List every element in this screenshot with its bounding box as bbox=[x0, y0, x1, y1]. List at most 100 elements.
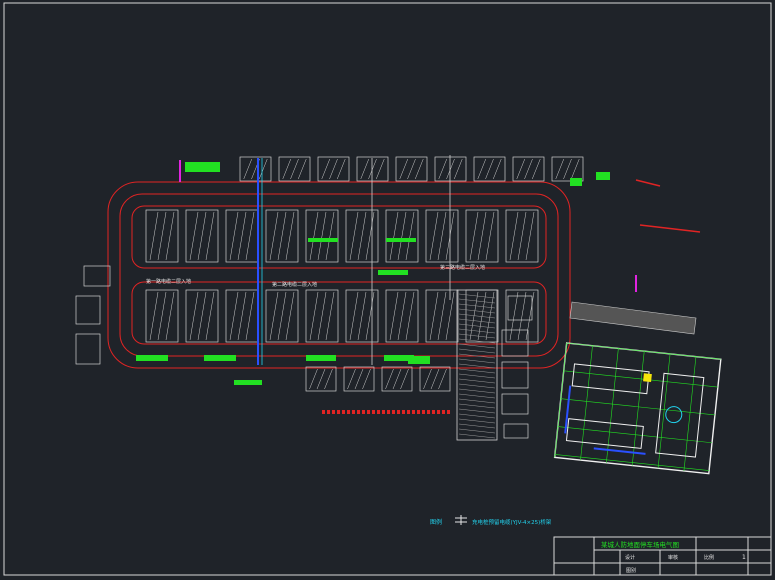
upper-lane-island bbox=[131, 205, 547, 269]
upper-row-stall-line bbox=[405, 211, 415, 261]
lower-row-stall-line bbox=[189, 291, 199, 341]
ramp-hatch bbox=[458, 333, 496, 339]
bottom-row-stall bbox=[305, 366, 337, 392]
title-block-check-label: 审核 bbox=[668, 554, 678, 561]
ramp-hatch bbox=[458, 368, 496, 374]
bottom-row-stall-line bbox=[438, 368, 447, 390]
bottom-row-stall-line bbox=[392, 368, 402, 390]
top-row-stall-line bbox=[477, 158, 486, 180]
upper-row-stall bbox=[385, 209, 419, 263]
lower-row-stall bbox=[265, 289, 299, 343]
ramp-hatch bbox=[458, 343, 496, 349]
lower-row-stall-line bbox=[397, 291, 407, 341]
building-grid-h bbox=[557, 426, 713, 444]
upper-row-stall-line bbox=[277, 211, 287, 261]
title-block-scale-label: 比例 bbox=[704, 554, 714, 561]
upper-row-stall-line bbox=[525, 211, 535, 261]
upper-row-stall-line bbox=[189, 211, 199, 261]
equipment-box bbox=[384, 355, 414, 361]
building-group bbox=[553, 342, 722, 475]
ramp-hatch bbox=[458, 378, 496, 384]
electrical-equipment bbox=[136, 162, 610, 385]
bottom-row-stall-line bbox=[385, 368, 394, 390]
upper-row-stall-line bbox=[205, 211, 215, 261]
lower-row-stall bbox=[145, 289, 179, 343]
lower-row-stall-line bbox=[405, 291, 415, 341]
title-block-drawn-label: 设计 bbox=[625, 554, 635, 561]
ramp-hatch bbox=[458, 423, 496, 429]
top-row-stall-line bbox=[337, 158, 346, 180]
lower-row-stall-line bbox=[365, 291, 375, 341]
equipment-box bbox=[204, 355, 236, 361]
ramp-hatch bbox=[458, 428, 496, 434]
lower-row-stall-line bbox=[157, 291, 167, 341]
drawing-frame bbox=[3, 2, 772, 576]
top-row-stall-line bbox=[282, 158, 291, 180]
top-row-stall-line bbox=[516, 158, 525, 180]
upper-row-stall bbox=[265, 209, 299, 263]
ramp-hatch bbox=[458, 353, 496, 359]
upper-row-stall-line bbox=[477, 211, 487, 261]
ramp-outline bbox=[456, 289, 498, 441]
parking-stall-grid bbox=[75, 156, 584, 441]
upper-row-stall-line bbox=[325, 211, 335, 261]
upper-row-stall-line bbox=[317, 211, 327, 261]
lower-row-stall-line bbox=[389, 291, 399, 341]
upper-row-stall bbox=[345, 209, 379, 263]
bottom-row-stall-line bbox=[316, 368, 326, 390]
top-row-stall-line bbox=[555, 158, 564, 180]
upper-row-stall-line bbox=[389, 211, 399, 261]
top-row-stall-line bbox=[321, 158, 330, 180]
top-row-stall-line bbox=[571, 158, 580, 180]
ramp-hatch bbox=[458, 293, 496, 299]
lower-row-stall-line bbox=[469, 291, 479, 341]
upper-row-stall-line bbox=[397, 211, 407, 261]
ramp-hatch bbox=[458, 403, 496, 409]
equipment-box bbox=[136, 355, 168, 361]
upper-row-stall bbox=[305, 209, 339, 263]
lower-row-stall-line bbox=[277, 291, 287, 341]
bottom-row-stall-line bbox=[362, 368, 371, 390]
upper-row-stall-line bbox=[469, 211, 479, 261]
top-row-stall-line bbox=[415, 158, 424, 180]
upper-row-stall-line bbox=[357, 211, 367, 261]
side-stall bbox=[503, 423, 529, 439]
upper-row-stall-line bbox=[269, 211, 279, 261]
equipment-box bbox=[306, 355, 336, 361]
driving-lanes bbox=[107, 181, 571, 369]
bottom-row-stall-line bbox=[324, 368, 333, 390]
equipment-box bbox=[308, 238, 338, 242]
lower-row-stall-line bbox=[165, 291, 175, 341]
top-row-stall-line bbox=[259, 158, 268, 180]
ramp-hatch bbox=[458, 303, 496, 309]
bottom-row-stall bbox=[419, 366, 451, 392]
bottom-row-stall-line bbox=[423, 368, 432, 390]
top-row-stall-line bbox=[532, 158, 541, 180]
ramp-hatch bbox=[458, 408, 496, 414]
ramp-hatch bbox=[458, 433, 496, 439]
top-row-stall-line bbox=[563, 158, 572, 180]
top-row-stall-line bbox=[407, 158, 416, 180]
lower-row-stall-line bbox=[325, 291, 335, 341]
ramp-hatch bbox=[458, 418, 496, 424]
top-row-stall bbox=[512, 156, 545, 182]
ramp-hatch bbox=[458, 323, 496, 329]
legend: 图例 充电桩预留电缆(YJV-4×25)桥架 bbox=[430, 515, 552, 526]
lower-row-stall-line bbox=[437, 291, 447, 341]
top-row-stall-line bbox=[298, 158, 307, 180]
bottom-row-stall bbox=[381, 366, 413, 392]
top-row-stall-line bbox=[290, 158, 299, 180]
cable-runs bbox=[179, 155, 701, 414]
lower-row-stall-line bbox=[509, 291, 519, 341]
lower-row-stall-line bbox=[517, 291, 527, 341]
building-stair bbox=[665, 406, 683, 424]
top-row-stall-line bbox=[524, 158, 533, 180]
upper-row-stall-line bbox=[229, 211, 239, 261]
top-row-stall-line bbox=[493, 158, 502, 180]
top-row-stall bbox=[395, 156, 428, 182]
top-row-stall bbox=[278, 156, 311, 182]
zone-label-3: 第三路电缆二层入地 bbox=[440, 264, 485, 271]
lower-row-stall-line bbox=[205, 291, 215, 341]
upper-row-stall-line bbox=[157, 211, 167, 261]
ramp-hatch bbox=[458, 328, 496, 334]
